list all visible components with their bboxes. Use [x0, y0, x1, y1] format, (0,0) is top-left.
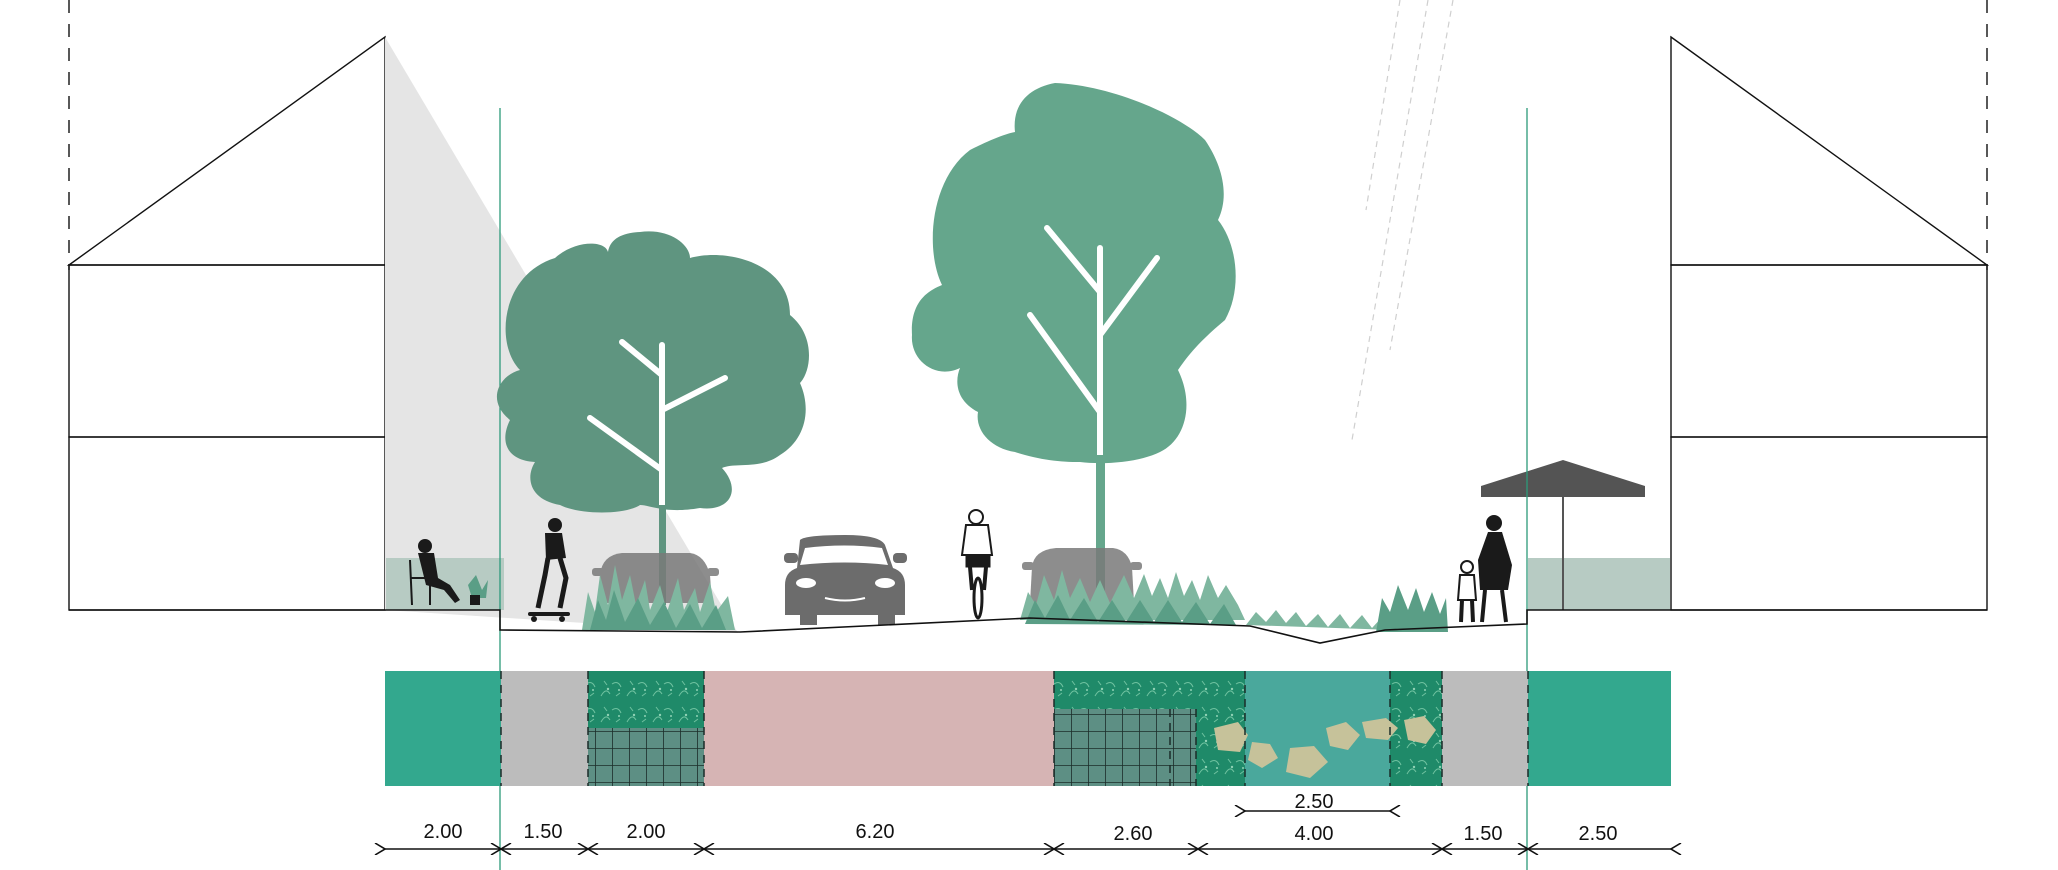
ground-line [69, 609, 1987, 644]
dim-4: 2.60 [1114, 823, 1153, 845]
dimension-lines [385, 811, 1671, 849]
dim-0: 2.00 [424, 821, 463, 843]
dimension-labels: 2.50 2.00 1.50 2.00 6.20 2.60 4.00 1.50 … [424, 791, 1618, 845]
person-child-walking [1456, 560, 1478, 623]
dim-5: 4.00 [1295, 823, 1334, 845]
planting-left [582, 565, 735, 630]
dim-3: 6.20 [856, 821, 895, 843]
car-parked-right [1022, 548, 1142, 603]
zone-parking-right [1054, 709, 1196, 786]
zone-front-garden-left [385, 671, 501, 786]
stepping-stones [1214, 716, 1436, 778]
person-cyclist [960, 509, 994, 620]
planting-center [1020, 570, 1448, 632]
zone-footpath-left [501, 671, 588, 786]
zone-parking-left [588, 728, 704, 786]
plan-strip [385, 671, 1671, 786]
person-skateboarder [528, 518, 570, 622]
person-sitting [409, 539, 488, 606]
tree-center [911, 83, 1236, 610]
dim-6: 1.50 [1464, 823, 1503, 845]
person-adult-walking [1478, 515, 1512, 623]
umbrella [1481, 460, 1645, 610]
terrace-right [1528, 558, 1670, 610]
building-left [66, 0, 386, 611]
zone-planting-left [588, 671, 704, 728]
zone-carriageway [704, 671, 1054, 786]
zone-footpath-right [1442, 671, 1528, 786]
dim-7: 2.50 [1579, 823, 1618, 845]
car-driving [784, 535, 907, 625]
rain-lines [1351, 0, 1454, 441]
dim-1: 1.50 [524, 821, 563, 843]
dim-top-0: 2.50 [1295, 791, 1334, 813]
dim-2: 2.00 [627, 821, 666, 843]
building-right [1670, 0, 1990, 611]
zone-front-garden-right [1528, 671, 1671, 786]
